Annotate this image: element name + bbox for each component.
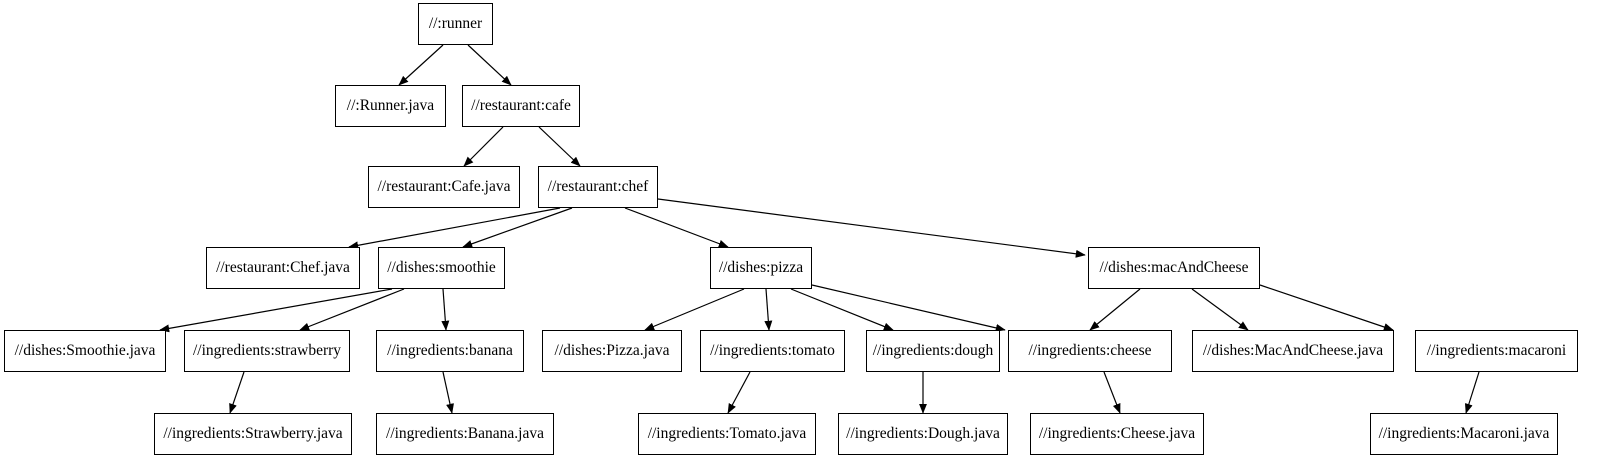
- graph-node-macncheese_java[interactable]: //dishes:MacAndCheese.java: [1192, 330, 1394, 372]
- graph-edge: [727, 371, 751, 414]
- graph-node-label: //ingredients:dough: [872, 342, 994, 360]
- graph-node-label: //ingredients:cheese: [1028, 342, 1152, 360]
- graph-node-dishes_macncheese[interactable]: //dishes:macAndCheese: [1088, 247, 1260, 289]
- graph-node-strawberry_java[interactable]: //ingredients:Strawberry.java: [154, 413, 352, 455]
- graph-node-cheese_java[interactable]: //ingredients:Cheese.java: [1030, 413, 1204, 455]
- graph-node-ing_dough[interactable]: //ingredients:dough: [866, 330, 1000, 372]
- graph-node-label: //ingredients:Banana.java: [386, 425, 544, 443]
- graph-node-label: //ingredients:Strawberry.java: [163, 425, 343, 443]
- graph-node-label: //ingredients:banana: [387, 342, 513, 360]
- graph-edge: [348, 207, 561, 250]
- graph-node-restaurant_cafe[interactable]: //restaurant:cafe: [462, 85, 580, 127]
- graph-node-label: //ingredients:Cheese.java: [1038, 425, 1196, 443]
- graph-edge: [1103, 371, 1121, 414]
- graph-edge: [790, 288, 894, 331]
- graph-node-label: //dishes:macAndCheese: [1099, 259, 1249, 277]
- graph-node-runner[interactable]: //:runner: [418, 3, 493, 45]
- graph-node-label: //ingredients:strawberry: [192, 342, 342, 360]
- graph-edge: [1191, 288, 1249, 331]
- graph-node-pizza_java[interactable]: //dishes:Pizza.java: [542, 330, 682, 372]
- graph-edge: [229, 371, 245, 414]
- graph-node-chef_java[interactable]: //restaurant:Chef.java: [206, 247, 360, 289]
- graph-node-dishes_smoothie[interactable]: //dishes:smoothie: [378, 247, 505, 289]
- graph-node-label: //:Runner.java: [346, 97, 435, 115]
- graph-edge: [644, 288, 745, 331]
- graph-node-label: //ingredients:Macaroni.java: [1378, 425, 1550, 443]
- graph-edge: [811, 284, 1006, 332]
- graph-edge: [467, 44, 512, 86]
- graph-edge: [159, 288, 393, 333]
- graph-node-label: //:runner: [428, 15, 483, 33]
- graph-node-dough_java[interactable]: //ingredients:Dough.java: [838, 413, 1008, 455]
- graph-node-ing_strawberry[interactable]: //ingredients:strawberry: [184, 330, 350, 372]
- graph-node-label: //restaurant:chef: [547, 178, 649, 196]
- graph-node-label: //restaurant:cafe: [471, 97, 571, 115]
- graph-node-banana_java[interactable]: //ingredients:Banana.java: [376, 413, 554, 455]
- graph-node-label: //dishes:pizza: [718, 259, 804, 277]
- graph-edge: [1464, 371, 1480, 414]
- graph-node-label: //ingredients:macaroni: [1426, 342, 1567, 360]
- graph-edge: [538, 126, 581, 167]
- graph-node-dishes_pizza[interactable]: //dishes:pizza: [710, 247, 812, 289]
- graph-edge: [442, 371, 454, 414]
- graph-edge: [1259, 284, 1394, 331]
- graph-node-label: //ingredients:Dough.java: [846, 425, 1000, 443]
- graph-edge: [624, 207, 729, 248]
- graph-node-restaurant_chef[interactable]: //restaurant:chef: [538, 166, 658, 208]
- graph-edge: [1089, 288, 1141, 331]
- graph-edge: [764, 288, 773, 331]
- graph-edge: [441, 288, 450, 331]
- graph-node-label: //dishes:MacAndCheese.java: [1202, 342, 1384, 360]
- graph-node-label: //dishes:Pizza.java: [554, 342, 670, 360]
- graph-node-macaroni_java[interactable]: //ingredients:Macaroni.java: [1370, 413, 1558, 455]
- graph-node-ing_macaroni[interactable]: //ingredients:macaroni: [1415, 330, 1578, 372]
- graph-node-label: //ingredients:tomato: [710, 342, 835, 360]
- graph-node-label: //dishes:Smoothie.java: [14, 342, 156, 360]
- graph-node-smoothie_java[interactable]: //dishes:Smoothie.java: [4, 330, 166, 372]
- graph-node-label: //dishes:smoothie: [387, 259, 496, 277]
- graph-node-label: //ingredients:Tomato.java: [647, 425, 807, 443]
- graph-edge: [463, 126, 504, 167]
- graph-node-ing_banana[interactable]: //ingredients:banana: [376, 330, 524, 372]
- graph-node-ing_tomato[interactable]: //ingredients:tomato: [700, 330, 845, 372]
- graph-node-label: //restaurant:Chef.java: [216, 259, 350, 277]
- graph-node-ing_cheese[interactable]: //ingredients:cheese: [1008, 330, 1172, 372]
- graph-node-tomato_java[interactable]: //ingredients:Tomato.java: [638, 413, 816, 455]
- graph-node-cafe_java[interactable]: //restaurant:Cafe.java: [368, 166, 520, 208]
- graph-edge: [299, 288, 405, 331]
- graph-node-label: //restaurant:Cafe.java: [377, 178, 511, 196]
- graph-node-runner_java[interactable]: //:Runner.java: [335, 85, 446, 127]
- graph-edge: [398, 44, 444, 86]
- graph-edge: [462, 207, 573, 248]
